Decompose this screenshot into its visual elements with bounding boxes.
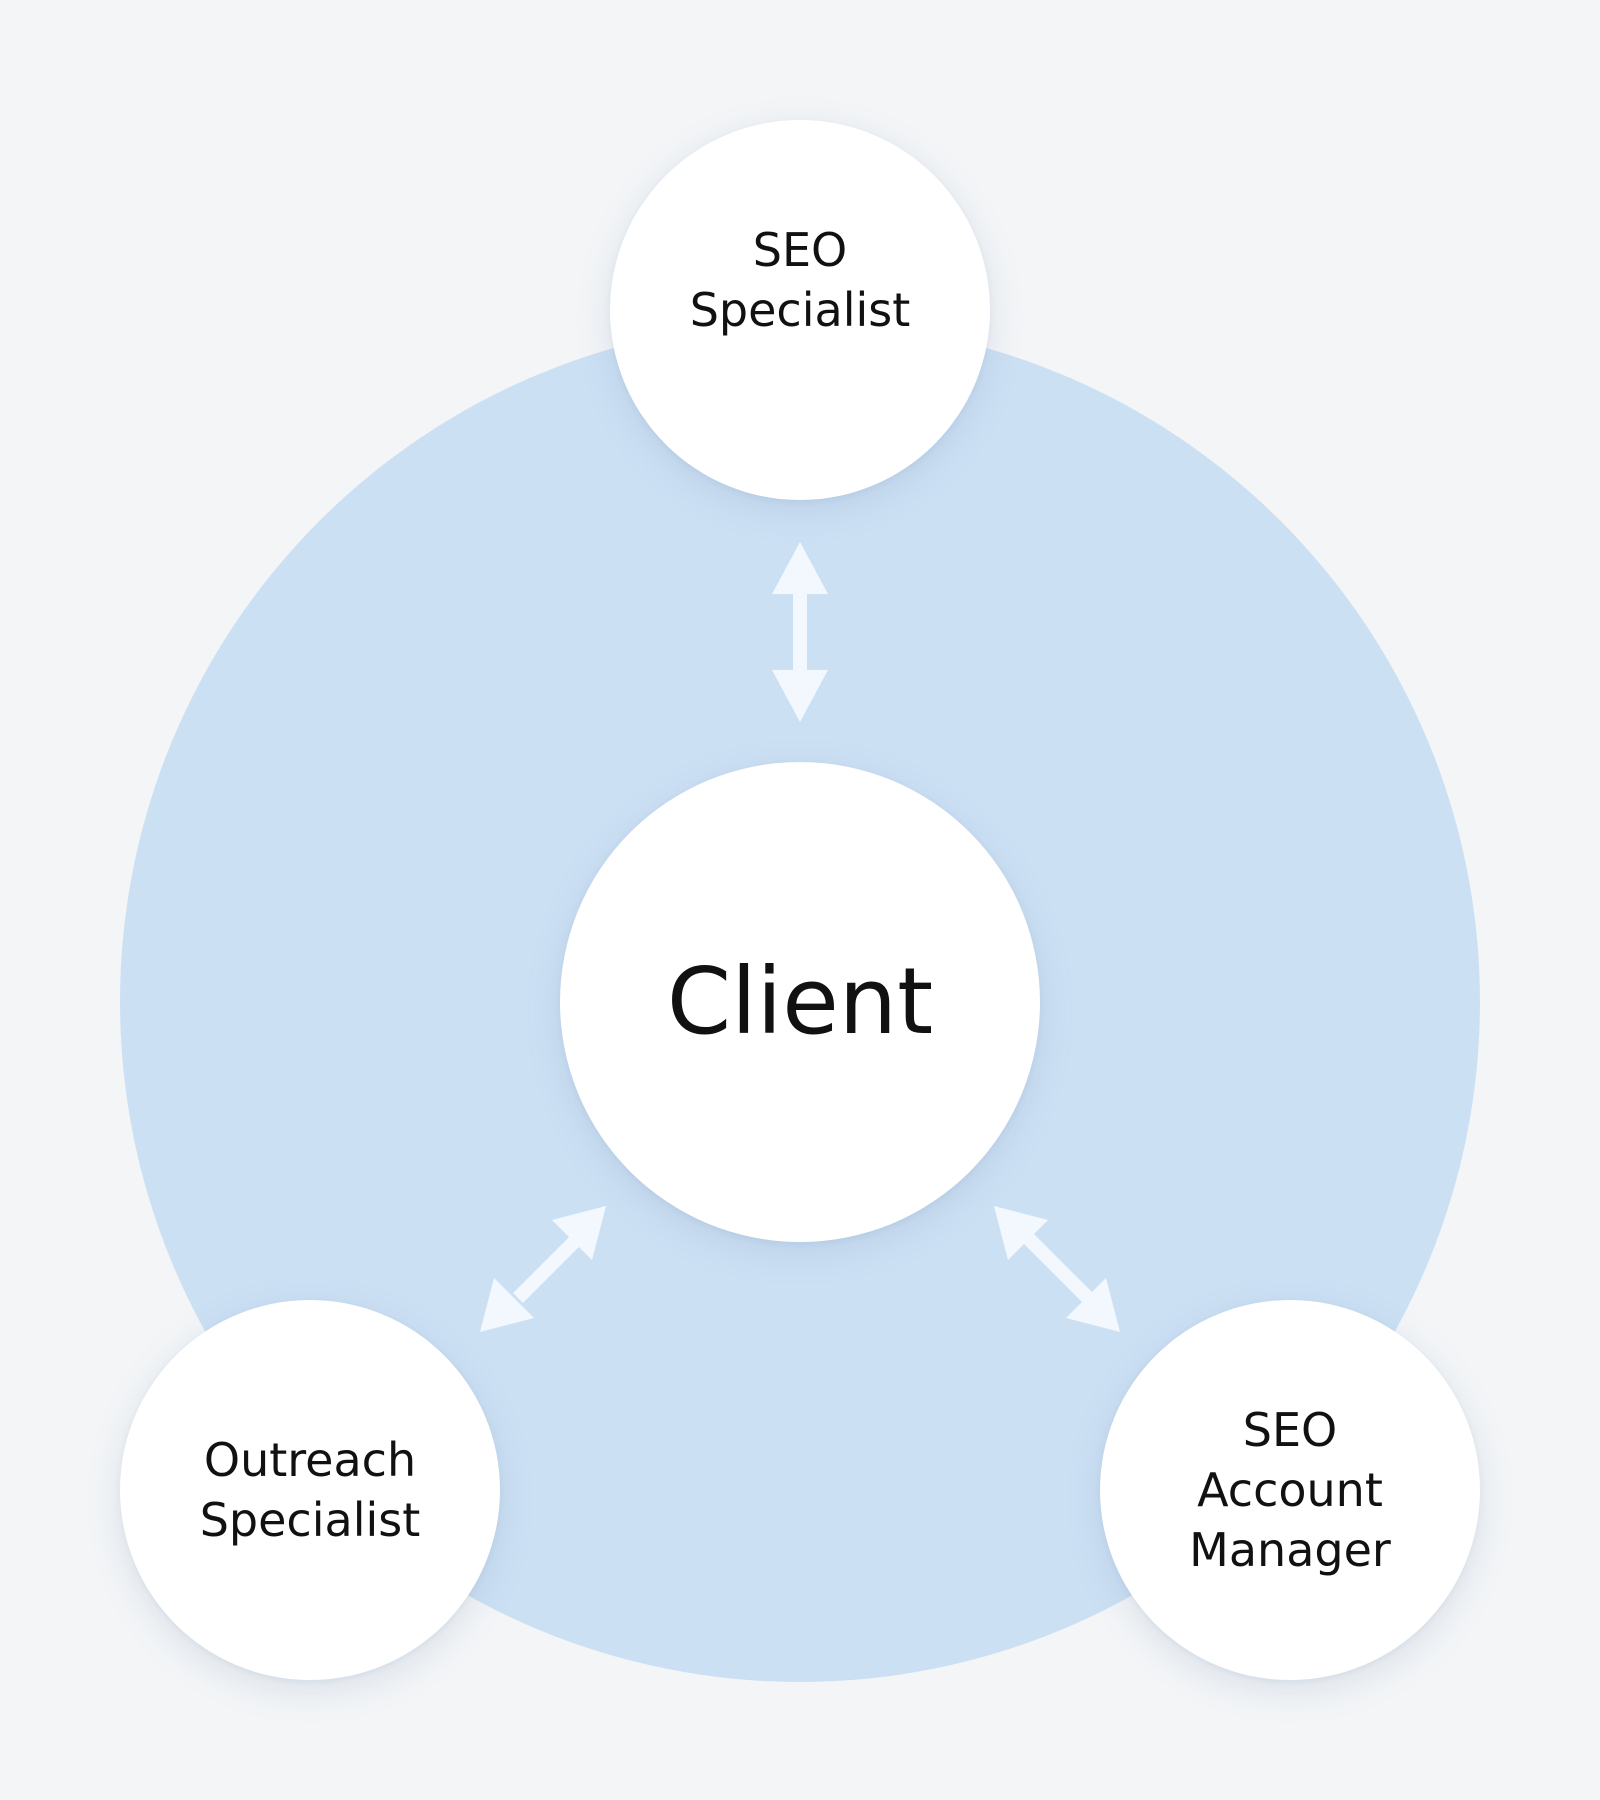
center-label-client: Client [666,948,934,1055]
role-label-seo-specialist: SEO Specialist [689,223,911,337]
role-label-seo-account-manager: SEO Account Manager [1189,1403,1391,1577]
role-node-outreach-specialist: Outreach Specialist [120,1300,500,1680]
role-node-seo-account-manager: SEO Account Manager [1100,1300,1480,1680]
role-node-seo-specialist: SEO Specialist [610,120,990,500]
center-node-client: Client [560,762,1040,1242]
role-label-outreach-specialist: Outreach Specialist [199,1433,421,1547]
